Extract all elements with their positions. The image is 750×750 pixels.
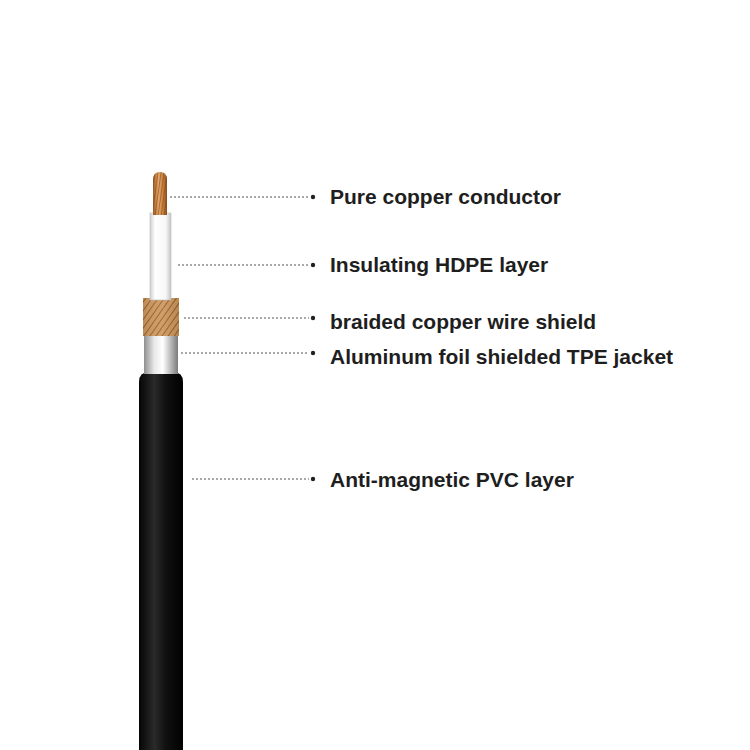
braided-shield (143, 298, 179, 336)
pvc-jacket (139, 372, 183, 750)
leader-line (178, 265, 309, 266)
aluminum-foil (144, 334, 178, 374)
part-label: Aluminum foil shielded TPE jacket (330, 344, 673, 369)
part-label: Pure copper conductor (330, 184, 561, 209)
leader-dot (311, 316, 315, 320)
conductor-strands (153, 172, 167, 215)
leader-line (181, 353, 309, 354)
leader-dots (311, 195, 315, 481)
leader-line (170, 197, 309, 198)
part-label: Insulating HDPE layer (330, 252, 548, 277)
leader-line (184, 318, 309, 319)
leader-dot (311, 263, 315, 267)
part-label: Anti-magnetic PVC layer (330, 467, 574, 492)
leader-line (192, 479, 309, 480)
copper-conductor (153, 172, 167, 215)
leader-lines (170, 197, 309, 479)
leader-dot (311, 351, 315, 355)
leader-dot (311, 195, 315, 199)
braid-shading (143, 298, 179, 336)
hdpe-insulation (150, 213, 171, 300)
part-label: braided copper wire shield (330, 309, 596, 334)
leader-dot (311, 477, 315, 481)
